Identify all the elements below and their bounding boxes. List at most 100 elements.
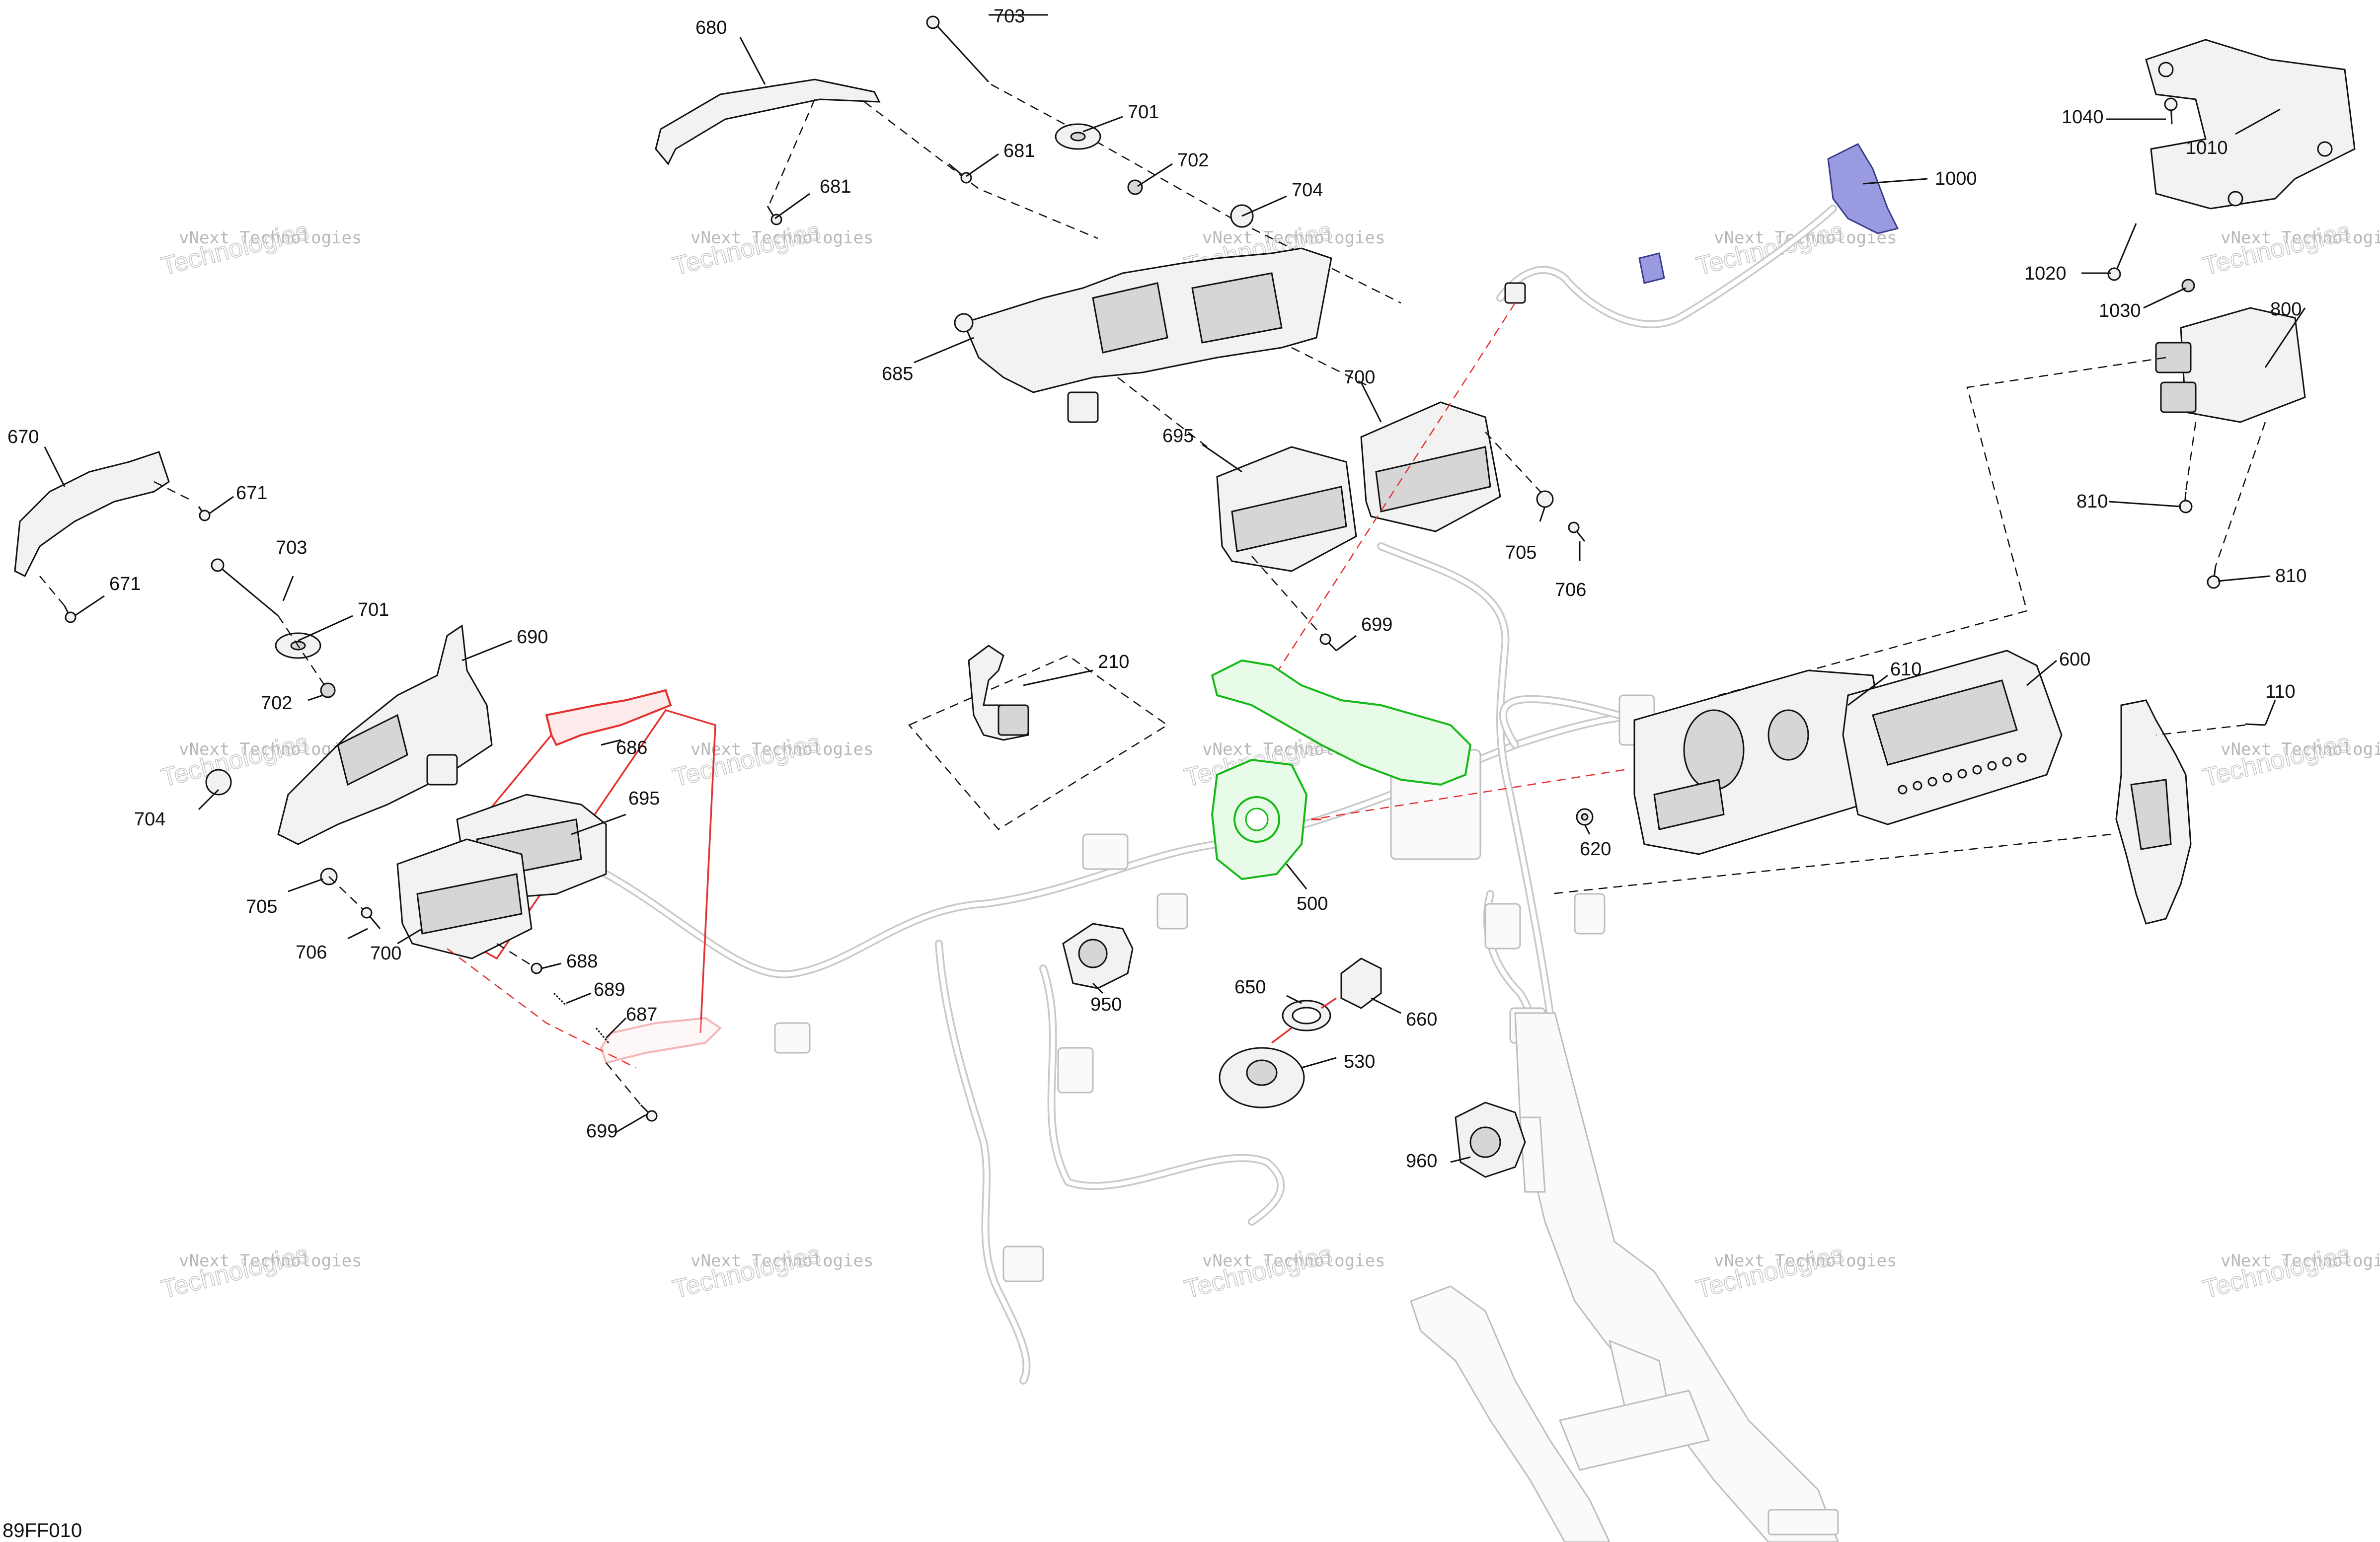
svg-text:Technologies: Technologies <box>2200 1240 2354 1304</box>
label-685: 685 <box>882 364 913 384</box>
nut-702-top <box>1127 179 1143 195</box>
module-695-top <box>1216 446 1357 572</box>
label-690: 690 <box>517 627 548 648</box>
label-705-left: 705 <box>246 896 277 917</box>
label-950: 950 <box>1090 994 1122 1015</box>
dash-module-688 <box>496 943 537 969</box>
screw-110 <box>2245 723 2266 726</box>
label-1030: 1030 <box>2099 300 2141 321</box>
dash-1000-500 <box>1271 302 1516 681</box>
label-688: 688 <box>566 951 598 972</box>
grommet-701-top <box>1055 123 1101 150</box>
svg-text:Technologies: Technologies <box>1693 217 1847 281</box>
svg-text:Technologies: Technologies <box>158 217 312 281</box>
label-701-top: 701 <box>1128 102 1159 123</box>
vehicle-frame <box>1410 1012 1839 1542</box>
label-695-top: 695 <box>1162 426 1194 446</box>
dash-700-688 <box>447 948 636 1069</box>
dash-680-681 <box>767 99 816 209</box>
module-500 <box>1211 659 1472 881</box>
label-671-b: 671 <box>109 574 141 594</box>
svg-text:vNext Technologies: vNext Technologies <box>2221 739 2380 759</box>
svg-text:vNext Technologies: vNext Technologies <box>1714 1251 1897 1271</box>
watermark: vNext Technologies Technologies <box>158 216 362 281</box>
watermark: vNext Technologies Technologies <box>670 728 874 793</box>
bolt-703-top <box>926 15 990 83</box>
label-700-left: 700 <box>370 943 401 964</box>
svg-text:vNext Technologies: vNext Technologies <box>1202 228 1385 248</box>
ring-650 <box>1282 1000 1331 1031</box>
screw-620 <box>1576 808 1594 826</box>
dash-800-810 <box>2185 422 2197 492</box>
dash-800-cluster <box>1718 357 2166 696</box>
label-680: 680 <box>695 17 727 38</box>
screw-699-left <box>640 1104 658 1122</box>
label-706-left: 706 <box>296 942 327 963</box>
svg-text:Technologies: Technologies <box>1182 1240 1335 1304</box>
leader-lines <box>44 14 2306 1163</box>
label-699-top: 699 <box>1361 614 1392 635</box>
label-1010: 1010 <box>2186 138 2228 158</box>
watermark: vNext Technologies Technologies <box>1181 1239 1385 1304</box>
label-681-top: 681 <box>1003 141 1035 161</box>
label-681-mid: 681 <box>820 176 851 197</box>
screw-1020 <box>2107 223 2137 281</box>
svg-text:vNext Technologies: vNext Technologies <box>179 228 362 248</box>
svg-text:Technologies: Technologies <box>670 217 824 281</box>
label-703-top: 703 <box>994 6 1025 27</box>
module-700-top <box>1360 401 1501 532</box>
connector-660 <box>1321 957 1382 1009</box>
svg-text:Technologies: Technologies <box>670 1240 824 1304</box>
label-810-a: 810 <box>2076 491 2108 512</box>
svg-text:Technologies: Technologies <box>1693 1240 1847 1304</box>
dash-705-706 <box>328 876 368 914</box>
grommet-704-left <box>205 769 232 796</box>
nut-702-left <box>320 682 336 698</box>
module-700-left <box>396 838 533 959</box>
pin-688 <box>531 962 542 974</box>
screw-671-a <box>198 506 211 521</box>
label-671-a: 671 <box>236 483 267 504</box>
label-500: 500 <box>1297 893 1328 914</box>
cluster-housing-610 <box>1633 669 1889 855</box>
spring-689 <box>553 992 567 1007</box>
dash-680-681b <box>864 101 1098 239</box>
dash-670-671 <box>154 481 194 503</box>
watermark: vNext Technologies Technologies <box>1693 1239 1897 1304</box>
bracket-110 <box>2115 699 2192 925</box>
screw-681-top <box>948 163 972 184</box>
label-703-left: 703 <box>276 537 307 558</box>
bracket-1010 <box>2145 39 2356 210</box>
switch-530 <box>1219 1027 1305 1108</box>
watermark: vNext Technologies Technologies <box>670 1239 874 1304</box>
label-530: 530 <box>1344 1051 1375 1072</box>
svg-text:vNext Technologies: vNext Technologies <box>691 739 873 759</box>
label-706-top: 706 <box>1555 580 1586 600</box>
label-1040: 1040 <box>2062 107 2104 128</box>
display-600 <box>1842 650 2063 825</box>
label-695-left: 695 <box>628 788 660 809</box>
bracket-690 <box>277 624 493 845</box>
svg-text:vNext Technologies: vNext Technologies <box>2221 228 2380 248</box>
svg-text:Technologies: Technologies <box>2200 728 2354 793</box>
dash-110-bracket <box>2155 724 2246 736</box>
socket-960 <box>1455 1101 1526 1178</box>
bracket-685 <box>954 247 1332 423</box>
screw-671-b <box>64 605 77 623</box>
label-810-b: 810 <box>2275 566 2306 587</box>
bracket-670 <box>14 451 170 578</box>
switch-1000 <box>1496 143 1899 328</box>
dash-610-500 <box>1311 769 1625 820</box>
svg-text:Technologies: Technologies <box>158 1240 312 1304</box>
indicator-row <box>1898 753 2027 795</box>
label-705-top: 705 <box>1505 542 1536 563</box>
label-650: 650 <box>1234 977 1266 998</box>
svg-text:vNext Technologies: vNext Technologies <box>179 1251 362 1271</box>
label-110: 110 <box>2265 681 2296 702</box>
socket-950 <box>1062 923 1134 989</box>
bolt-703-left <box>211 558 279 617</box>
label-610: 610 <box>1890 659 1921 680</box>
svg-text:vNext Technologies: vNext Technologies <box>2221 1251 2380 1271</box>
screw-810-b <box>2207 566 2221 589</box>
label-1020: 1020 <box>2024 263 2067 284</box>
